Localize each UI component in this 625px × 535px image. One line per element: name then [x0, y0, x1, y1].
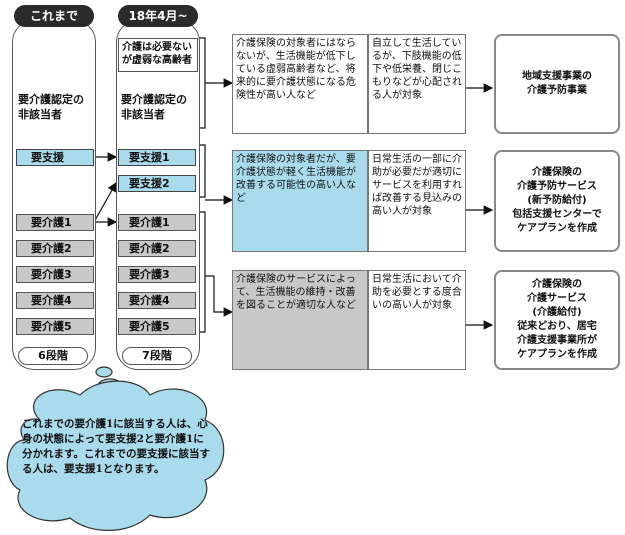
row1-desc1: 介護保険の対象者にはならないが、生活機能が低下している虚弱高齢者など、将来的に要…: [232, 34, 368, 134]
cloud-text: これまでの要介護1に該当する人は、心身の状態によって要支援2と要介護1に分かれま…: [22, 418, 210, 475]
row3-result-line3: (介護給付): [532, 307, 582, 318]
row3-result: 介護保険の 介護サービス (介護給付) 従来どおり、居宅 介護支援事業所が ケア…: [494, 270, 620, 370]
old-stages: 6段階: [18, 347, 88, 365]
new-header: 18年4月~: [118, 5, 198, 27]
new-care-5: 要介護5: [118, 318, 196, 335]
new-care-4: 要介護4: [118, 292, 196, 309]
row3-result-line2: 介護サービス: [527, 293, 587, 304]
row1-desc2: 自立して生活しているが、下肢機能の低下や低栄養、閉じこもりなどが心配される人が対…: [368, 34, 466, 134]
new-care-1: 要介護1: [118, 214, 196, 231]
row3-desc2: 日常生活において介助を必要とする度合いの高い人が対象: [368, 270, 466, 370]
row2-result-line2: 介護予防サービス: [517, 181, 597, 192]
new-column: [116, 20, 200, 370]
row2-result-line3: (新予防給付): [527, 195, 587, 206]
old-support: 要支援: [16, 149, 94, 166]
row2-result-line4: 包括支援センターで: [512, 209, 602, 220]
row1-result-line1: 地域支援事業の: [522, 71, 592, 82]
row2-desc2: 日常生活の一部に介助が必要だが適切にサービスを利用すれば改善する見込みの高い人が…: [368, 150, 466, 252]
row1-result-line2: 介護予防事業: [527, 85, 587, 96]
new-support-1: 要支援1: [118, 149, 196, 166]
row2-desc1: 介護保険の対象者だが、要介護状態が軽く生活機能が改善する可能性の高い人など: [232, 150, 368, 252]
row2-result-line5: ケアプランを作成: [517, 223, 597, 234]
arrow-row3: [205, 275, 234, 317]
row2-result: 介護保険の 介護予防サービス (新予防給付) 包括支援センターで ケアプランを作…: [494, 150, 620, 252]
row3-desc1: 介護保険のサービスによって、生活機能の維持・改善を図ることが適切な人など: [232, 270, 368, 370]
old-non-target: 要介護認定の非該当者: [18, 93, 84, 121]
new-stages: 7段階: [122, 347, 192, 365]
new-care-3: 要介護3: [118, 266, 196, 283]
cloud-body: [6, 380, 225, 531]
new-care-2: 要介護2: [118, 240, 196, 257]
row1-result: 地域支援事業の 介護予防事業: [494, 34, 620, 134]
old-care-1: 要介護1: [16, 214, 94, 231]
old-header: これまで: [14, 5, 94, 27]
bracket-row3: [197, 211, 206, 333]
arrow-care1-to-support2: [93, 181, 117, 223]
new-frail: 介護は必要ないが虚弱な高齢者: [118, 38, 198, 72]
row3-result-line5: 介護支援事業所が: [517, 335, 597, 346]
new-support-2: 要支援2: [118, 175, 196, 192]
bracket-row2: [197, 144, 206, 198]
old-care-2: 要介護2: [16, 240, 94, 257]
row3-result-line1: 介護保険の: [532, 279, 582, 290]
cloud-bubble-small: [95, 366, 113, 378]
old-care-4: 要介護4: [16, 292, 94, 309]
old-care-3: 要介護3: [16, 266, 94, 283]
new-non-target: 要介護認定の非該当者: [121, 93, 187, 121]
row2-result-line1: 介護保険の: [532, 167, 582, 178]
row3-result-line4: 従来どおり、居宅: [517, 321, 597, 332]
old-care-5: 要介護5: [16, 318, 94, 335]
old-column: [12, 20, 96, 370]
row3-result-line6: ケアプランを作成: [517, 349, 597, 360]
